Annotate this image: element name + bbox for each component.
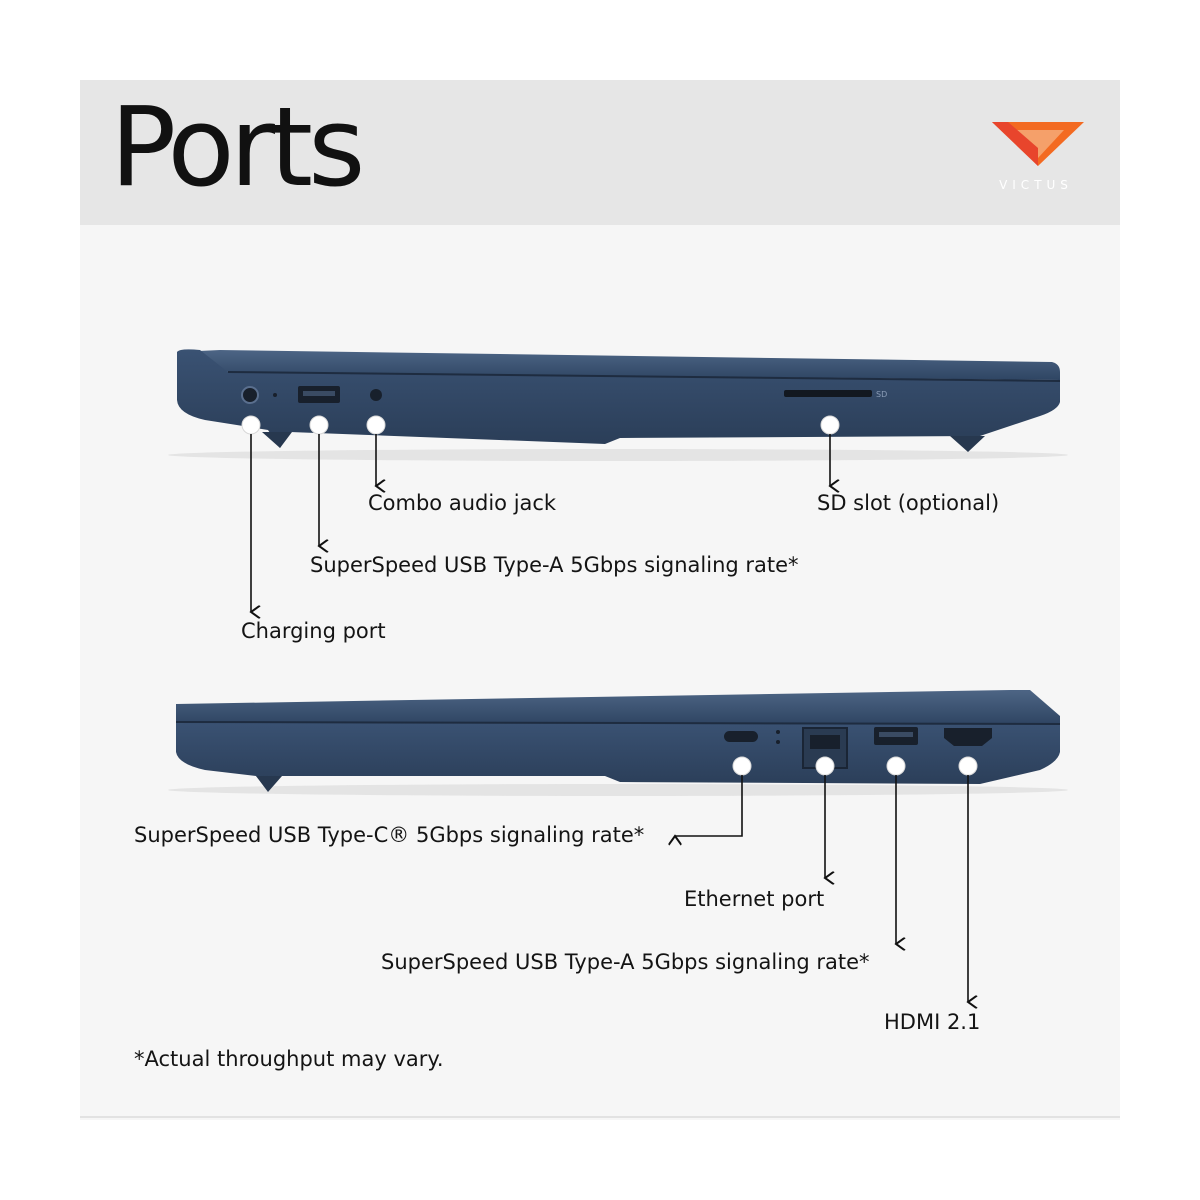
callout-dot-icon — [309, 415, 329, 435]
label-charging-port: Charging port — [241, 619, 386, 643]
label-usb-a-right: SuperSpeed USB Type-A 5Gbps signaling ra… — [381, 950, 870, 974]
laptop-right-side — [168, 690, 1068, 1002]
page-frame — [80, 80, 1120, 1120]
label-sd-slot: SD slot (optional) — [817, 491, 1000, 515]
footnote: *Actual throughput may vary. — [134, 1047, 444, 1071]
callout-dot-icon — [366, 415, 386, 435]
callout-dot-icon — [732, 756, 752, 776]
victus-logo-icon — [992, 122, 1084, 166]
callout-dot-icon — [958, 756, 978, 776]
label-combo-audio-jack: Combo audio jack — [368, 491, 557, 515]
sd-chassis-mark: SD — [876, 390, 887, 399]
label-usb-a-left: SuperSpeed USB Type-A 5Gbps signaling ra… — [310, 553, 799, 577]
label-ethernet-port: Ethernet port — [684, 887, 825, 911]
label-hdmi: HDMI 2.1 — [884, 1010, 981, 1034]
page-title: Ports — [110, 83, 365, 211]
arrow-left-icon — [675, 775, 743, 836]
callout-dot-icon — [886, 756, 906, 776]
laptop-left-side: SD — [168, 349, 1068, 612]
callout-dot-icon — [815, 756, 835, 776]
label-usb-c: SuperSpeed USB Type-C® 5Gbps signaling r… — [134, 823, 645, 847]
brand-wordmark: VICTUS — [999, 178, 1073, 192]
callout-dot-icon — [241, 415, 261, 435]
callout-dot-icon — [820, 415, 840, 435]
footer-divider — [80, 1116, 1120, 1118]
header-band — [80, 80, 1120, 225]
